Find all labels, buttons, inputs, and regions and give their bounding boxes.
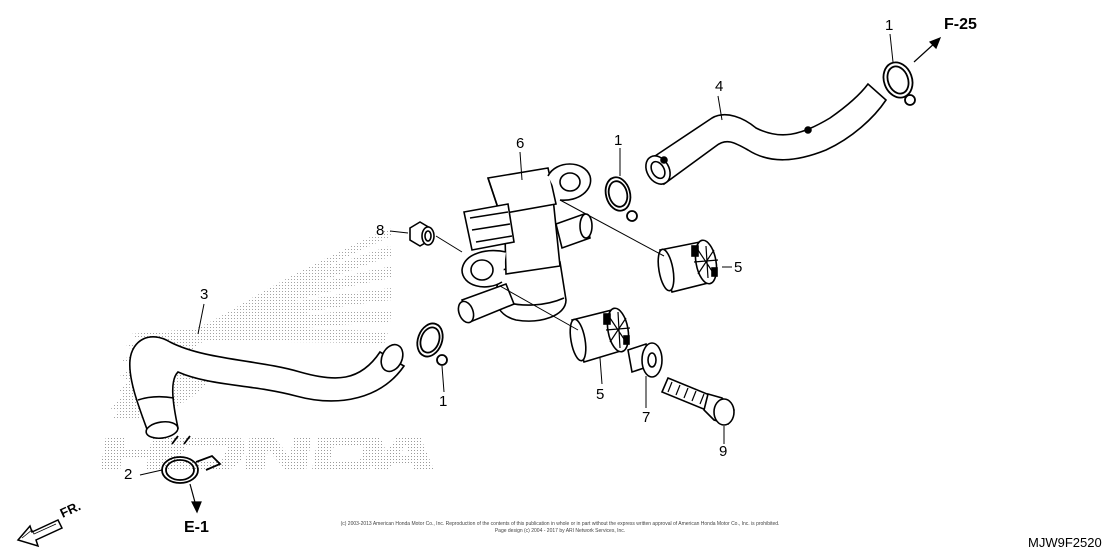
callout-part-5-lower: 5 bbox=[596, 386, 605, 403]
reference-e1[interactable]: E-1 bbox=[184, 519, 209, 536]
copyright-line-2: Page design (c) 2004 - 2017 by ARI Netwo… bbox=[494, 528, 626, 534]
callout-part-1-top: 1 bbox=[885, 17, 894, 34]
callout-part-1-middle: 1 bbox=[614, 132, 623, 149]
clamp-part-1-top bbox=[882, 61, 916, 106]
valve-part-6 bbox=[457, 163, 593, 324]
callout-part-5-upper: 5 bbox=[734, 259, 743, 276]
hose-part-4 bbox=[645, 82, 888, 186]
callout-part-3: 3 bbox=[200, 286, 209, 303]
callout-part-4: 4 bbox=[715, 78, 724, 95]
copyright-notice: (c) 2003-2013 American Honda Motor Co., … bbox=[250, 521, 870, 535]
callout-part-1-lower: 1 bbox=[439, 393, 448, 410]
honda-wordmark-watermark bbox=[100, 436, 434, 470]
callout-part-7: 7 bbox=[642, 409, 651, 426]
leader-lines bbox=[139, 33, 894, 476]
bolt-part-9 bbox=[660, 376, 735, 426]
arrow-to-f25 bbox=[913, 36, 942, 63]
callout-part-6: 6 bbox=[516, 135, 525, 152]
callout-part-8: 8 bbox=[376, 222, 385, 239]
diagram-code: MJW9F2520 bbox=[1028, 535, 1102, 550]
grommet-part-5-lower bbox=[569, 307, 631, 363]
copyright-line-1: (c) 2003-2013 American Honda Motor Co., … bbox=[340, 521, 780, 527]
hose-part-3 bbox=[129, 336, 406, 440]
clamp-part-2 bbox=[161, 435, 222, 484]
reference-f25[interactable]: F-25 bbox=[944, 16, 977, 33]
grommet-part-5-upper bbox=[657, 239, 719, 293]
arrow-to-e1 bbox=[189, 483, 202, 514]
front-direction-arrow bbox=[16, 519, 64, 548]
callout-part-9: 9 bbox=[719, 443, 728, 460]
clamp-part-1-lower bbox=[416, 322, 448, 366]
clamp-part-1-middle bbox=[604, 176, 638, 222]
callout-part-2: 2 bbox=[124, 466, 133, 483]
collar-part-7 bbox=[627, 342, 663, 378]
nut-part-8 bbox=[409, 221, 435, 247]
